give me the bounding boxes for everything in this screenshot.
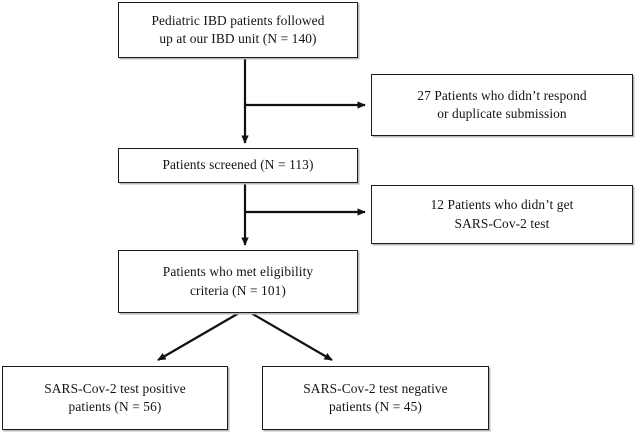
node-enrolled-patients: Pediatric IBD patients followed up at ou… [118, 2, 358, 58]
node-excluded-no-test-label: 12 Patients who didn’t get SARS-Cov-2 te… [430, 197, 574, 231]
node-patients-screened: Patients screened (N = 113) [118, 148, 358, 183]
node-eligible-patients-label: Patients who met eligibility criteria (N… [162, 264, 314, 298]
node-excluded-nonresponse-label: 27 Patients who didn’t respond or duplic… [417, 87, 587, 122]
node-test-positive-patients: SARS-Cov-2 test positive patients (N = 5… [2, 366, 228, 430]
node-patients-screened-label: Patients screened (N = 113) [162, 157, 314, 173]
node-enrolled-patients-label: Pediatric IBD patients followed up at ou… [151, 12, 325, 47]
node-test-positive-patients-label: SARS-Cov-2 test positive patients (N = 5… [44, 380, 186, 415]
node-excluded-nonresponse: 27 Patients who didn’t respond or duplic… [371, 74, 633, 136]
node-test-negative-patients-label: SARS-Cov-2 test negative patients (N = 4… [303, 380, 448, 415]
node-excluded-no-test: 12 Patients who didn’t get SARS-Cov-2 te… [371, 185, 633, 244]
node-eligible-patients: Patients who met eligibility criteria (N… [118, 250, 358, 313]
connector-eligible-to-negative [250, 312, 333, 361]
node-test-negative-patients: SARS-Cov-2 test negative patients (N = 4… [262, 366, 489, 430]
connector-eligible-to-positive [157, 312, 240, 361]
